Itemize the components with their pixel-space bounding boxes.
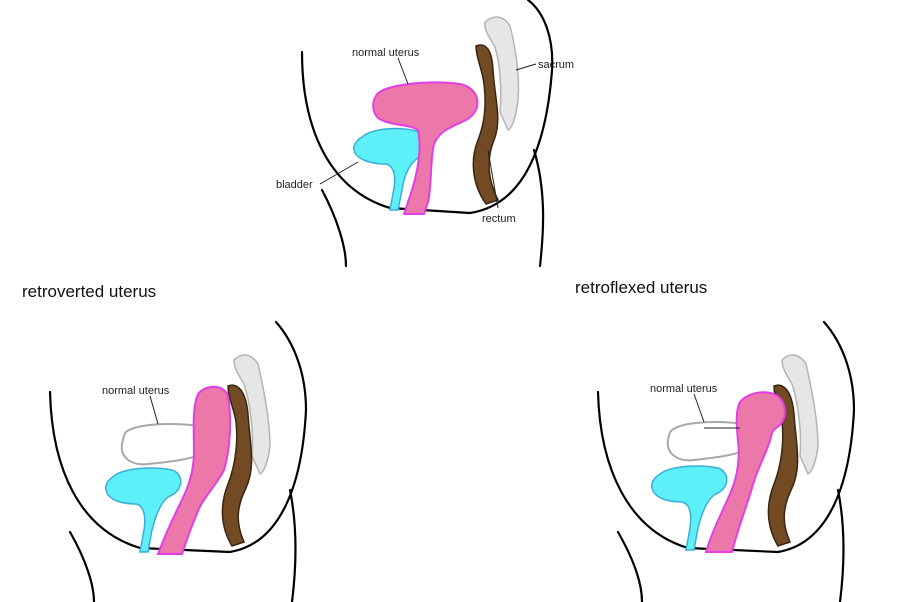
bladder-shape xyxy=(651,465,728,551)
retroflexed-title: retroflexed uterus xyxy=(575,278,708,297)
sacrum-shape xyxy=(484,16,520,132)
sacrum-shape xyxy=(781,354,819,476)
thigh-outline-left xyxy=(68,530,96,602)
label-normal-uterus: normal uterus xyxy=(650,383,718,395)
retroverted-title: retroverted uterus xyxy=(22,282,157,301)
label-rectum: rectum xyxy=(482,213,516,225)
body-outline xyxy=(596,320,856,554)
thigh-outline-right xyxy=(836,488,845,602)
label-normal-uterus: normal uterus xyxy=(352,47,420,59)
label-normal-uterus: normal uterus xyxy=(102,385,170,397)
leader-normal-uterus xyxy=(693,393,705,423)
uterus-shape xyxy=(704,391,786,553)
retroflexed-panel: normal uterus xyxy=(588,318,868,602)
ghost-normal-uterus xyxy=(666,421,756,462)
normal-panel: normal uterus sacrum bladder rectum xyxy=(276,0,574,270)
leader-sacrum xyxy=(515,63,537,71)
uterus-shape xyxy=(156,385,232,555)
thigh-outline-left xyxy=(320,188,348,268)
body-outline xyxy=(300,0,554,215)
sacrum-shape xyxy=(233,354,271,476)
bladder-shape xyxy=(105,467,182,553)
leader-rectum xyxy=(487,149,499,209)
thigh-outline-left xyxy=(616,530,644,602)
retroverted-panel: normal uterus xyxy=(40,320,320,602)
leader-bladder xyxy=(319,161,359,185)
label-bladder: bladder xyxy=(276,179,313,191)
leader-normal-uterus xyxy=(149,395,159,425)
thigh-outline-right xyxy=(532,148,545,268)
body-outline xyxy=(48,320,308,554)
uterus-shape xyxy=(372,81,479,215)
leader-normal-uterus xyxy=(397,57,409,85)
thigh-outline-right xyxy=(288,488,297,602)
rectum-shape xyxy=(221,384,253,547)
ghost-normal-uterus xyxy=(120,423,214,466)
rectum-shape xyxy=(472,44,500,205)
label-sacrum: sacrum xyxy=(538,59,574,71)
